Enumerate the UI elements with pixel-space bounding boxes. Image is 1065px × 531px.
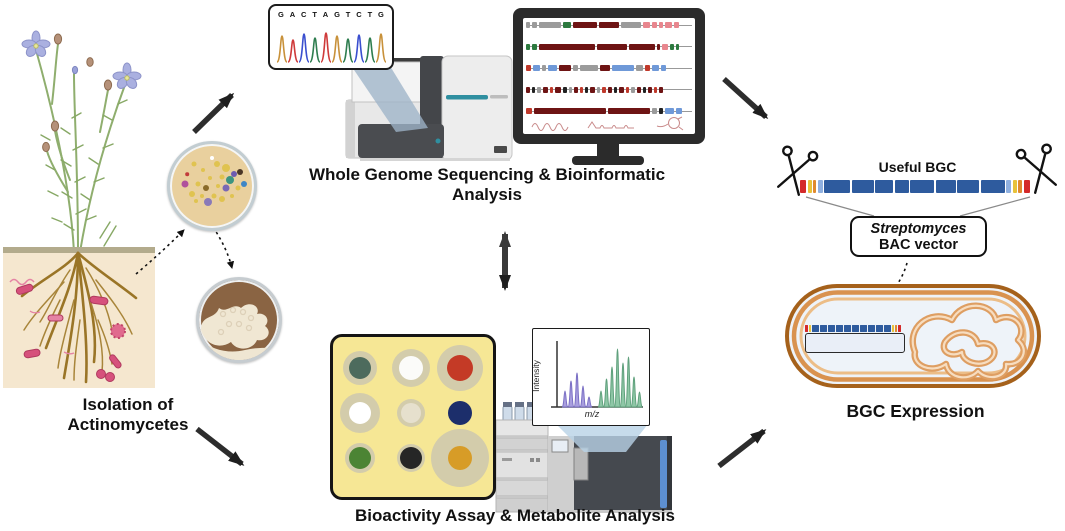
- arrow-bioassay-to-expression: [717, 428, 767, 469]
- culture-growth: [199, 304, 279, 360]
- chromosome-illustration: [909, 302, 1027, 381]
- scissors-right-icon: [1015, 143, 1058, 194]
- cloned-bgc-bar: [805, 325, 901, 332]
- monitor-illustration: [513, 8, 705, 144]
- chemical-structures: [531, 116, 684, 131]
- spectrum-ylabel: Intensity: [531, 360, 541, 392]
- flax-buds: [42, 33, 113, 153]
- petri-dish-culture: [196, 277, 282, 363]
- isolation-label: Isolation of Actinomycetes: [67, 395, 189, 434]
- callout-beam: [350, 64, 428, 132]
- cell-illustration: [785, 284, 1041, 388]
- bac-vector-box: Streptomyces BAC vector: [850, 216, 987, 257]
- plasmid-box: [805, 333, 905, 353]
- bgc-expression-label: BGC Expression: [846, 401, 985, 421]
- scissors-left-icon: [776, 145, 819, 196]
- spectrum-xlabel: m/z: [584, 409, 600, 419]
- soil-bacteria-illustration: [9, 278, 126, 382]
- arrow-isolation-to-bioassay: [195, 426, 245, 467]
- workflow-arrows: [192, 76, 769, 469]
- streptomyces-label: Streptomyces: [870, 220, 967, 237]
- spectrum-callout: Intensity m/z: [531, 328, 650, 426]
- assay-plate: [330, 334, 496, 500]
- soil-illustration: [3, 247, 155, 388]
- chromatogram-peaks: [276, 32, 387, 63]
- petri-dish-colonies: [167, 141, 257, 231]
- spectrum-plot: [551, 341, 643, 408]
- bioassay-label: Bioactivity Assay & Metabolite Analysis: [355, 506, 675, 525]
- callout-beam: [556, 424, 648, 452]
- sequencing-label: Whole Genome Sequencing & Bioinformatic …: [308, 165, 666, 204]
- monitor-screen: [523, 18, 695, 134]
- flax-flower: [21, 30, 51, 57]
- useful-bgc-bar: [800, 180, 1030, 193]
- arrow-sequencing-to-cloning: [722, 76, 769, 120]
- arrow-soil-to-dish: [135, 229, 185, 275]
- genome-tracks: [526, 22, 692, 114]
- arrow-dish-to-dish: [212, 226, 235, 269]
- vector-connector-lines: [805, 196, 1031, 217]
- colonies: [170, 144, 254, 228]
- monitor-stand-base: [572, 156, 644, 165]
- useful-bgc-label: Useful BGC: [878, 159, 957, 175]
- lcms-illustration: [495, 402, 672, 513]
- monitor-stand-neck: [597, 144, 619, 158]
- flax-flower: [112, 62, 142, 89]
- flax-plant-illustration: [21, 30, 142, 253]
- arrow-isolation-to-sequencing: [192, 92, 235, 134]
- sequencer-illustration: [345, 55, 513, 161]
- bac-vector-label: BAC vector: [879, 236, 958, 253]
